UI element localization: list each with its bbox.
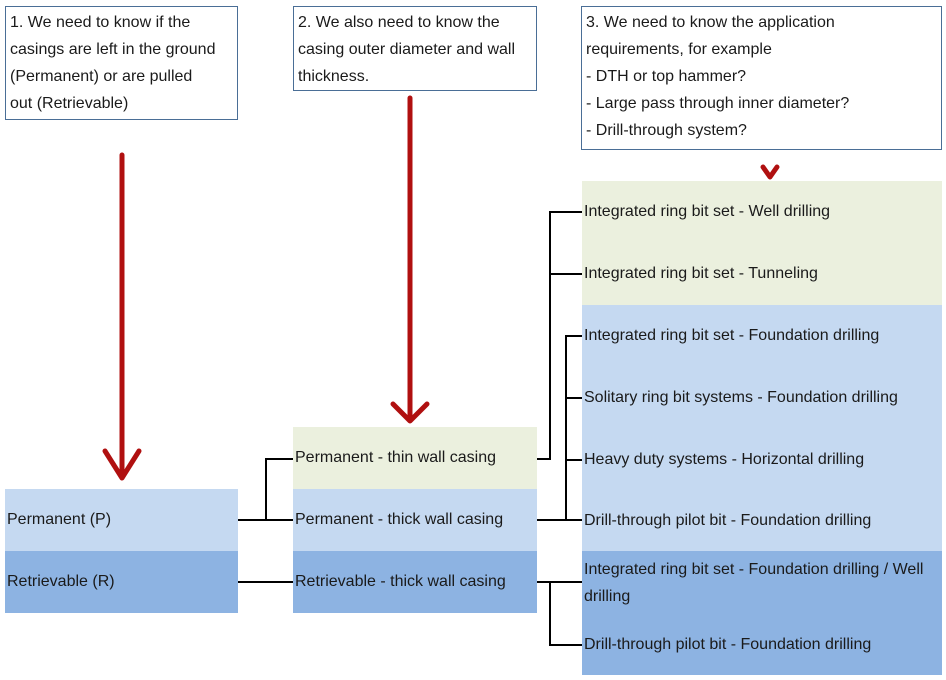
well-drilling-label: Integrated ring bit set - Well drilling bbox=[584, 203, 831, 220]
note-1-line-3: (Permanent) or are pulled bbox=[10, 68, 193, 85]
thick-wall-permanent-label: Permanent - thick wall casing bbox=[295, 511, 504, 528]
heavy-duty-box: Heavy duty systems - Horizontal drilling bbox=[582, 429, 942, 491]
foundation-integrated-label: Integrated ring bit set - Foundation dri… bbox=[584, 327, 880, 344]
connector-thin-wall bbox=[537, 211, 582, 460]
thin-wall-box: Permanent - thin wall casing bbox=[293, 427, 537, 489]
note-3-line-1: 3. We need to know the application bbox=[586, 14, 835, 31]
foundation-well-box: Integrated ring bit set - Foundation dri… bbox=[582, 551, 942, 615]
tunneling-label: Integrated ring bit set - Tunneling bbox=[584, 265, 818, 282]
pilot-bit-permanent-label: Drill-through pilot bit - Foundation dri… bbox=[584, 512, 872, 529]
foundation-well-label: Integrated ring bit set - Foundation dri… bbox=[584, 561, 924, 605]
pilot-bit-permanent-box: Drill-through pilot bit - Foundation dri… bbox=[582, 491, 942, 551]
note-1-line-2: casings are left in the ground bbox=[10, 41, 216, 58]
note-3-line-2: requirements, for example bbox=[586, 41, 772, 58]
permanent-box: Permanent (P) bbox=[5, 489, 238, 551]
note-2-line-3: thickness. bbox=[298, 68, 370, 85]
note-1: 1. We need to know if the casings are le… bbox=[5, 6, 238, 120]
thick-wall-retrievable-label: Retrievable - thick wall casing bbox=[295, 573, 506, 590]
arrow-3-head bbox=[760, 164, 780, 180]
tunneling-box: Integrated ring bit set - Tunneling bbox=[582, 243, 942, 305]
note-1-line-1: 1. We need to know if the bbox=[10, 14, 191, 31]
note-2-line-1: 2. We also need to know the bbox=[298, 14, 500, 31]
note-3-line-4: - Large pass through inner diameter? bbox=[586, 95, 850, 112]
connector-permanent bbox=[238, 458, 293, 521]
pilot-bit-retrievable-box: Drill-through pilot bit - Foundation dri… bbox=[582, 615, 942, 675]
permanent-label: Permanent (P) bbox=[7, 511, 112, 528]
note-3-line-5: - Drill-through system? bbox=[586, 122, 747, 139]
note-2-line-2: casing outer diameter and wall bbox=[298, 41, 516, 58]
heavy-duty-label: Heavy duty systems - Horizontal drilling bbox=[584, 451, 865, 468]
thick-wall-retrievable-box: Retrievable - thick wall casing bbox=[293, 551, 537, 613]
arrow-1-head bbox=[102, 448, 142, 481]
solitary-box: Solitary ring bit systems - Foundation d… bbox=[582, 367, 942, 429]
arrow-2-head bbox=[390, 401, 430, 424]
connector-thick-retrievable bbox=[537, 581, 582, 646]
note-2: 2. We also need to know the casing outer… bbox=[293, 6, 537, 91]
note-1-line-4: out (Retrievable) bbox=[10, 95, 129, 112]
foundation-integrated-box: Integrated ring bit set - Foundation dri… bbox=[582, 305, 942, 367]
retrievable-box: Retrievable (R) bbox=[5, 551, 238, 613]
thin-wall-label: Permanent - thin wall casing bbox=[295, 449, 496, 466]
note-3-line-3: - DTH or top hammer? bbox=[586, 68, 747, 85]
pilot-bit-retrievable-label: Drill-through pilot bit - Foundation dri… bbox=[584, 636, 872, 653]
thick-wall-permanent-box: Permanent - thick wall casing bbox=[293, 489, 537, 551]
solitary-label: Solitary ring bit systems - Foundation d… bbox=[584, 389, 898, 406]
note-3: 3. We need to know the application requi… bbox=[581, 6, 942, 150]
well-drilling-box: Integrated ring bit set - Well drilling bbox=[582, 181, 942, 243]
connector-thick-permanent bbox=[537, 335, 582, 521]
retrievable-label: Retrievable (R) bbox=[7, 573, 115, 590]
